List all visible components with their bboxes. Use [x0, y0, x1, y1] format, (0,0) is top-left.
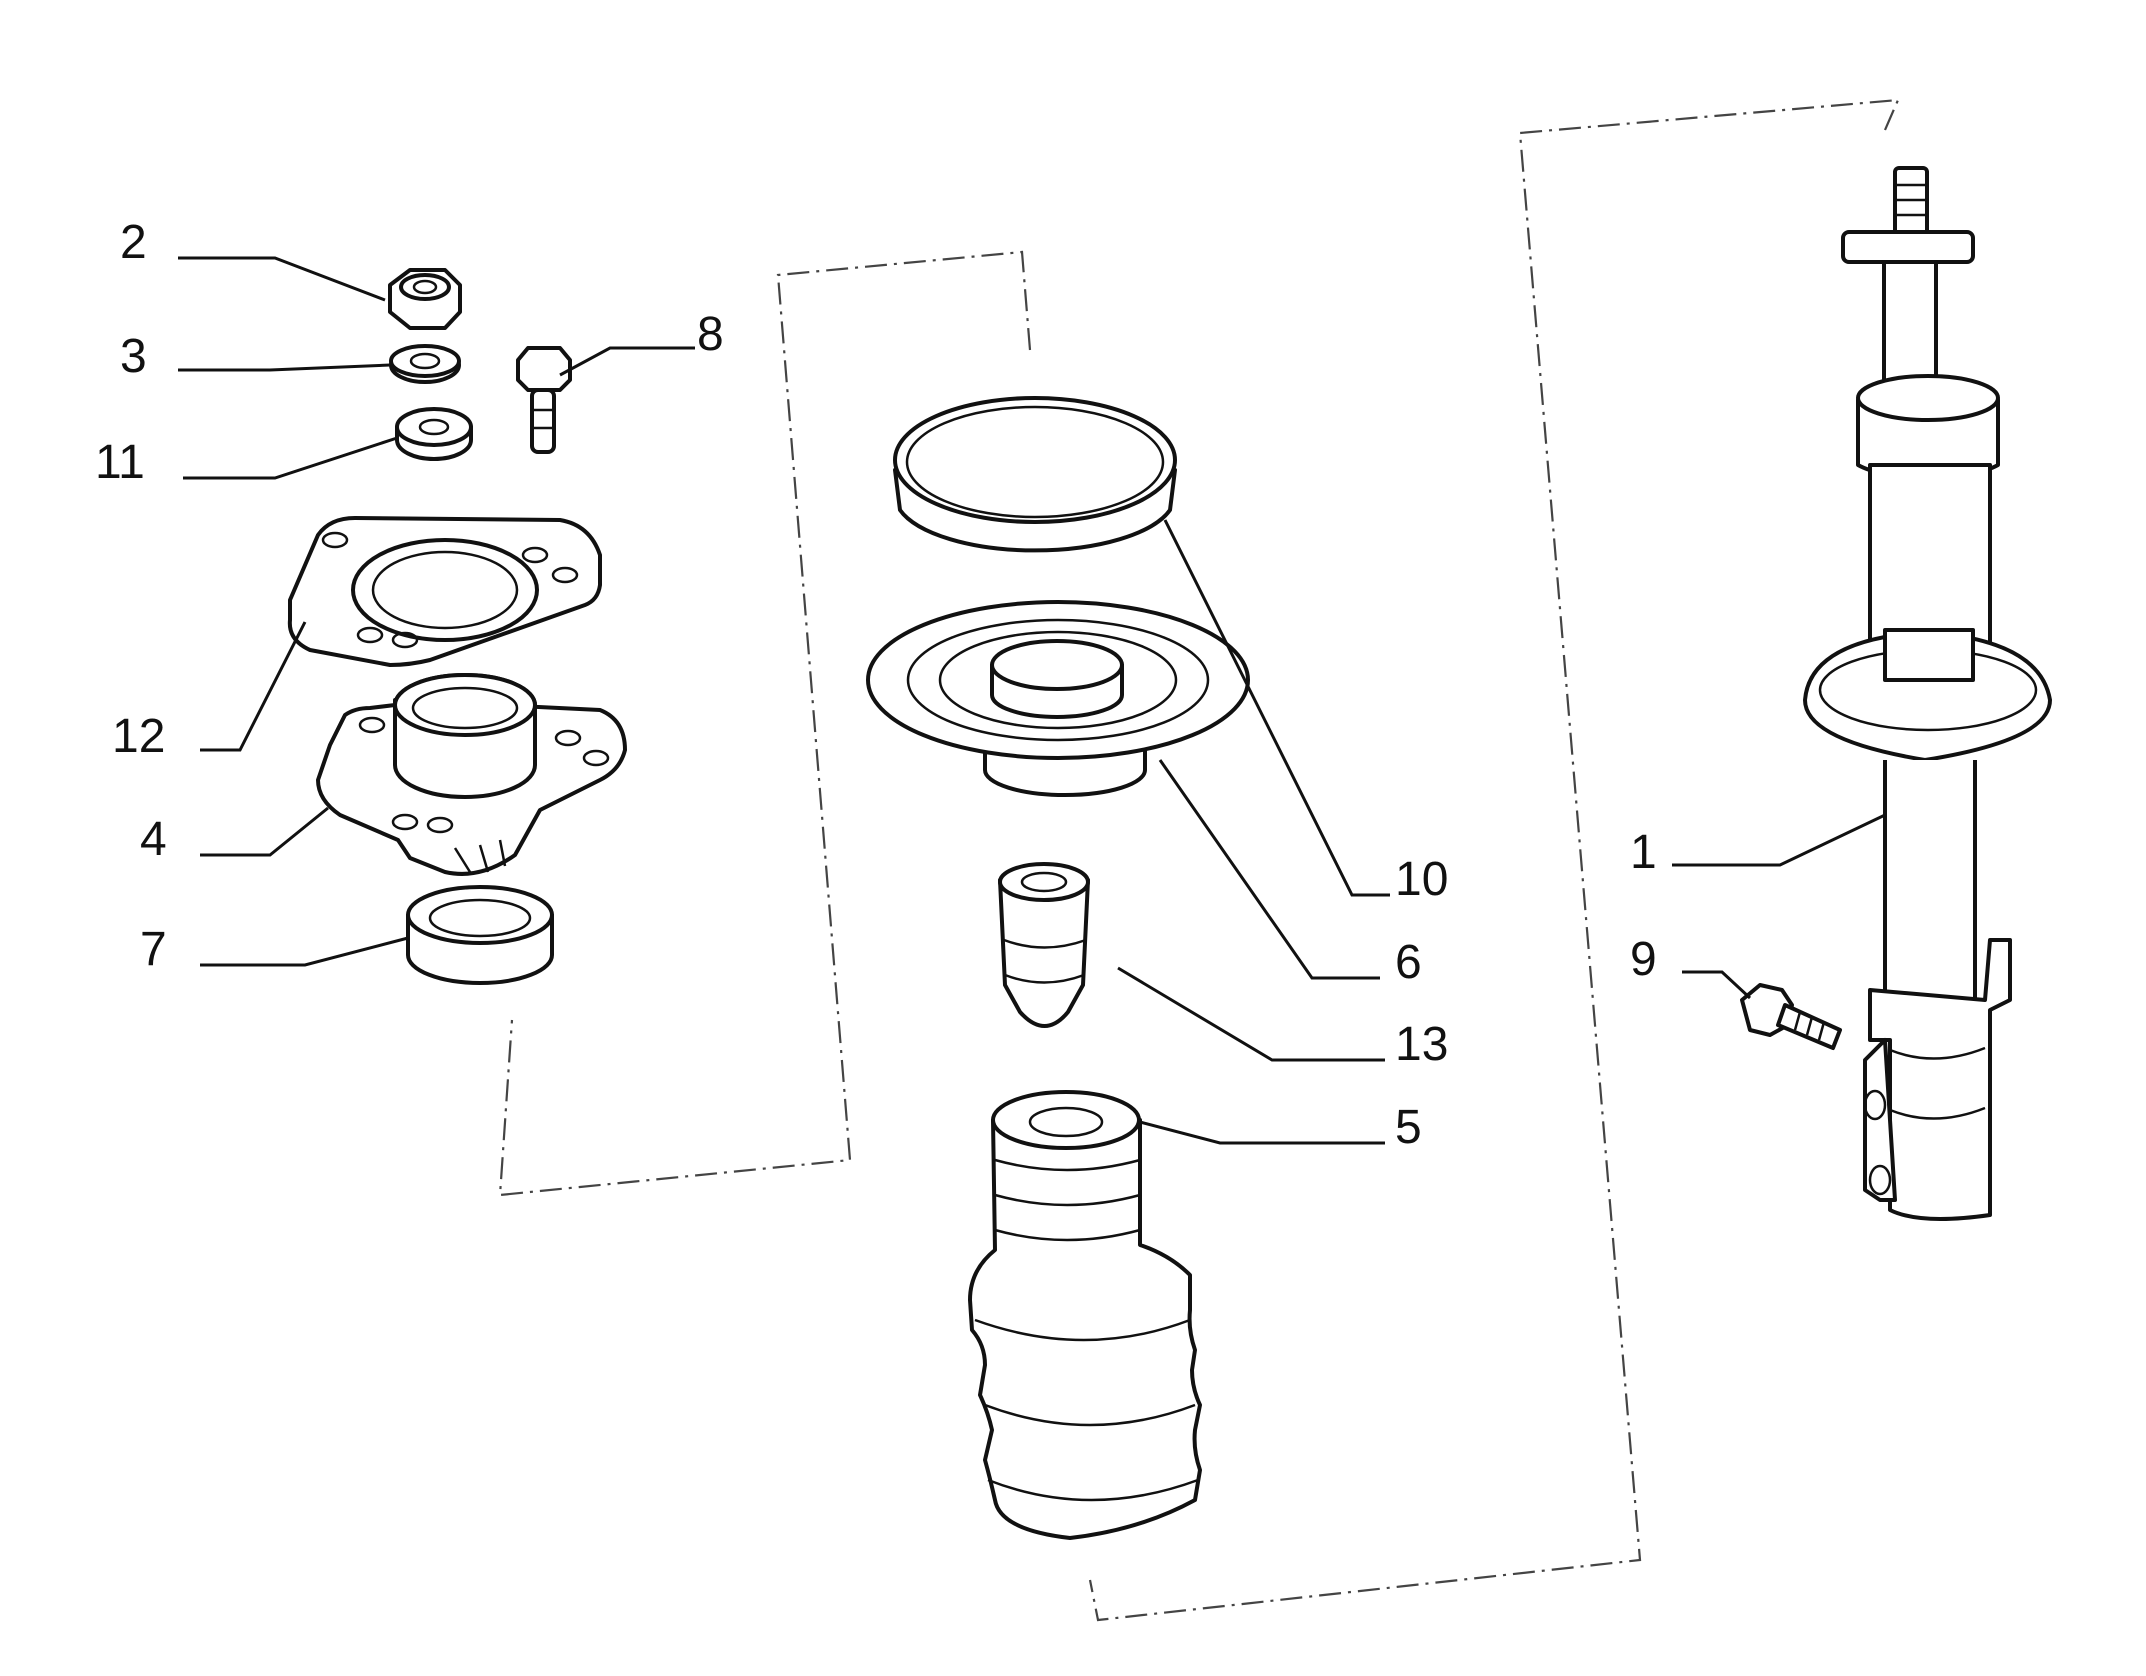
leader-12 — [200, 621, 307, 752]
dust-cap-part — [893, 396, 1177, 553]
callout-9: 9 — [1630, 933, 1657, 986]
leader-5 — [1139, 1120, 1385, 1145]
spring-seat-part — [866, 600, 1250, 797]
callout-2: 2 — [120, 216, 147, 269]
shock-absorber-part — [1803, 166, 2052, 1221]
callout-4: 4 — [140, 813, 167, 866]
right-group-boundary — [1088, 98, 1900, 1622]
callout-labels: 2 3 11 8 12 4 7 10 6 13 5 1 9 — [95, 216, 1657, 1154]
callout-5: 5 — [1395, 1101, 1422, 1154]
callout-13: 13 — [1395, 1018, 1448, 1071]
flat-washer-part — [395, 407, 473, 461]
group-boundaries — [498, 98, 1900, 1622]
callout-7: 7 — [140, 923, 167, 976]
callout-11: 11 — [95, 436, 145, 489]
leader-9 — [1682, 970, 1752, 1000]
leader-11 — [183, 436, 398, 480]
leader-13 — [1117, 966, 1385, 1062]
leader-3 — [178, 363, 391, 372]
leader-7 — [200, 936, 409, 967]
left-group-boundary — [498, 250, 1032, 1197]
bump-stop-part — [998, 862, 1090, 1028]
protective-boot-part — [968, 1090, 1202, 1540]
bolt-part — [516, 346, 572, 454]
leader-lines — [178, 256, 1886, 1145]
gasket-plate-part — [287, 516, 602, 667]
lock-washer-part — [389, 344, 461, 384]
callout-8: 8 — [697, 308, 724, 361]
bearing-ring-part — [406, 885, 554, 985]
small-bolt-part — [1740, 983, 1842, 1050]
callout-10: 10 — [1395, 853, 1448, 906]
callout-1: 1 — [1630, 826, 1657, 879]
leader-6 — [1158, 759, 1380, 980]
strut-mount-part — [316, 673, 627, 876]
leader-8 — [559, 346, 695, 377]
leader-2 — [178, 256, 386, 302]
leader-10 — [1163, 519, 1390, 897]
callout-6: 6 — [1395, 936, 1422, 989]
callout-12: 12 — [112, 710, 165, 763]
leader-1 — [1672, 813, 1886, 867]
hex-nut-part — [388, 268, 462, 330]
callout-3: 3 — [120, 330, 147, 383]
leader-4 — [200, 806, 329, 857]
